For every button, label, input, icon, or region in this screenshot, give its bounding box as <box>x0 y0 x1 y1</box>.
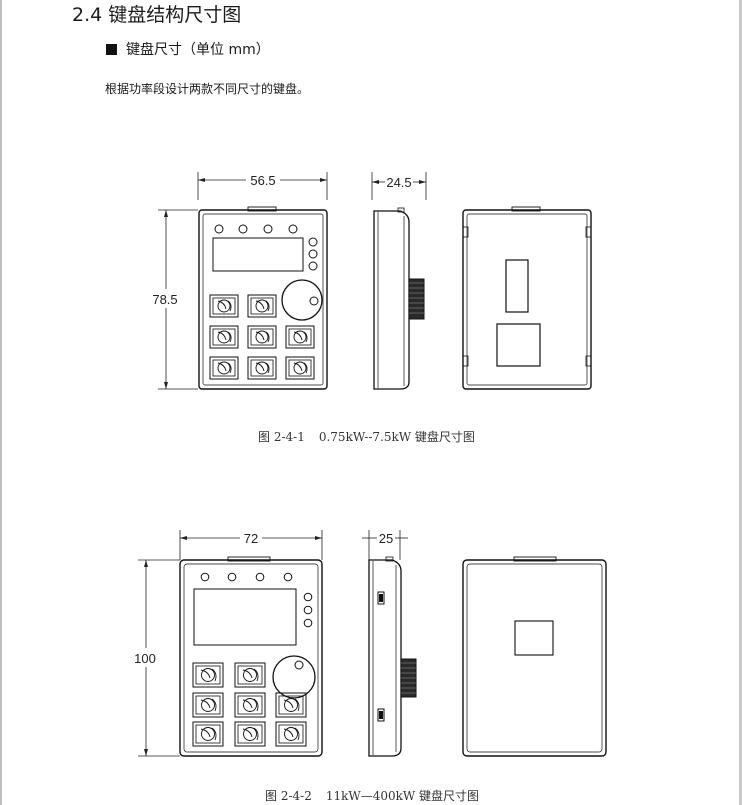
page-edge-right <box>739 0 742 805</box>
figure1-front-view: 56.5 78.5 <box>152 172 328 390</box>
intro-paragraph: 根据功率段设计两款不同尺寸的键盘。 <box>105 82 310 96</box>
figure2-back-view <box>462 556 607 757</box>
figure1-caption-text: 0.75kW--7.5kW 键盘尺寸图 <box>318 430 475 444</box>
page-edge-left <box>0 0 2 805</box>
figure1-height-dimension: 78.5 <box>152 292 177 307</box>
figure1-side-view: 24.5 <box>371 172 427 390</box>
figure2-caption-text: 11kW—400kW 键盘尺寸图 <box>325 789 480 803</box>
bullet-square-icon <box>106 44 117 55</box>
figure2-side-view: 25 <box>362 530 417 757</box>
subsection-heading-text: 键盘尺寸（单位 mm） <box>126 42 270 58</box>
figure1-caption: 图 2-4-1 0.75kW--7.5kW 键盘尺寸图 <box>258 428 475 445</box>
figure2-caption: 图 2-4-2 11kW—400kW 键盘尺寸图 <box>265 787 479 804</box>
section-title: 2.4 键盘结构尺寸图 <box>72 4 242 26</box>
figure2-depth-dimension: 25 <box>379 531 393 546</box>
figure1-width-dimension: 56.5 <box>250 173 275 188</box>
figure1-depth-dimension: 24.5 <box>386 175 411 190</box>
figure1-back-view <box>462 206 592 390</box>
figure2-caption-number: 图 2-4-2 <box>265 789 312 803</box>
subsection-heading: 键盘尺寸（单位 mm） <box>106 40 270 60</box>
figure1-caption-number: 图 2-4-1 <box>258 430 305 444</box>
figure2-height-dimension: 100 <box>134 651 156 666</box>
figure2-width-dimension: 72 <box>244 531 258 546</box>
figure2-front-view: 72 100 <box>134 530 323 757</box>
